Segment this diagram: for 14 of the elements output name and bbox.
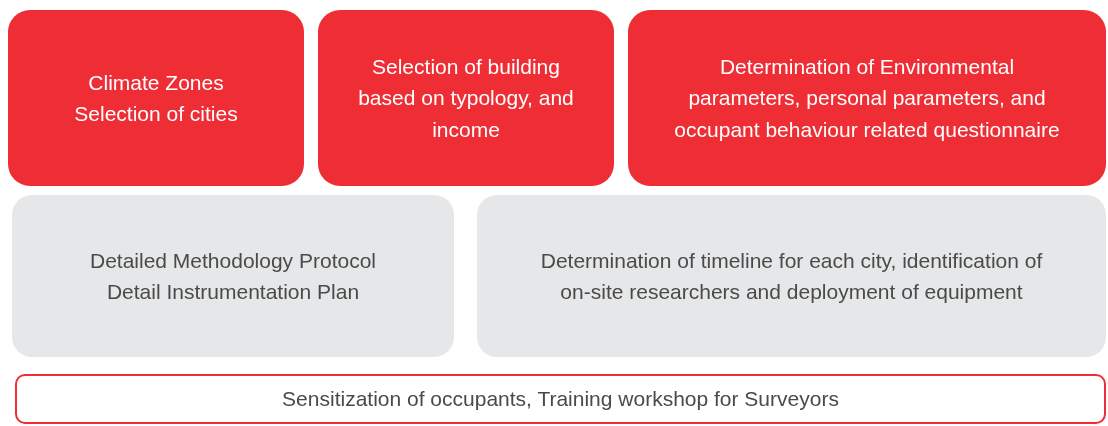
box-text: Climate Zones xyxy=(88,69,224,96)
process-box xyxy=(12,195,454,357)
box-text: Detail Instrumentation Plan xyxy=(106,279,360,305)
box-text: Determination of timeline for each city, identification of on-site researchers and deployment of equipment xyxy=(539,247,1044,305)
box-text: Selection of building based on typology, and income xyxy=(358,53,574,143)
process-box xyxy=(8,10,304,186)
box-text: Detailed Methodology Protocol xyxy=(90,247,376,274)
box-text: Selection of cities xyxy=(74,101,238,127)
process-box xyxy=(628,10,1106,186)
process-box xyxy=(477,195,1106,357)
box-text: Determination of Environmental parameters, personal parameters, and occupant behaviour related questionnaire xyxy=(673,53,1061,143)
process-box xyxy=(15,374,1106,424)
process-box xyxy=(318,10,614,186)
box-text: Sensitization of occupants, Training workshop for Surveyors xyxy=(282,386,839,413)
